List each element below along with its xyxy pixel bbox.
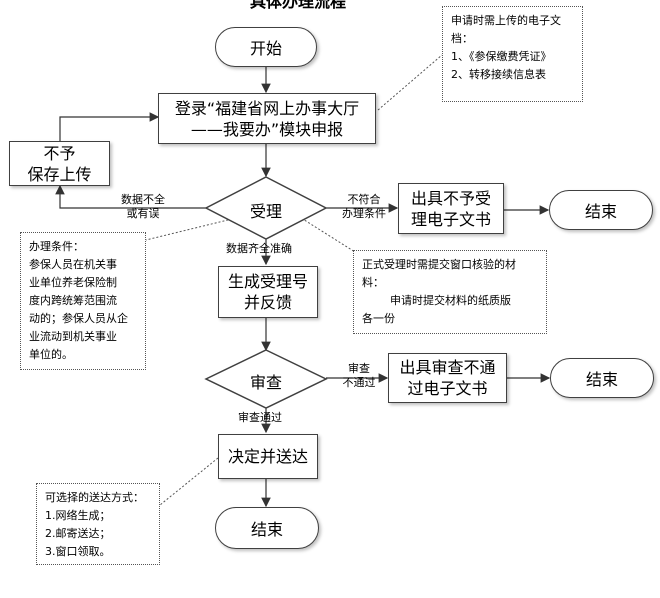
- edge-label-incomplete: 数据不全 或有误: [108, 193, 178, 221]
- conditions-line-5: 动的；参保人员从企: [29, 312, 128, 325]
- window-note-line-1: 正式受理时需提交窗口核验的材: [362, 258, 516, 271]
- delivery-line-3: 2.邮寄送达；: [45, 527, 111, 540]
- delivery-line-2: 1.网络生成；: [45, 509, 111, 522]
- review-label: 审查: [249, 373, 282, 392]
- edge-not-meet-1: 不符合: [347, 193, 381, 206]
- review-fail-line-1: 出具审查不通: [399, 358, 496, 377]
- edge-incomplete-2: 或有误: [126, 207, 160, 220]
- decide-deliver-box: 决定并送达: [218, 434, 318, 479]
- gen-number-line-1: 生成受理号: [227, 272, 308, 291]
- leader-delivery-note: [159, 457, 219, 506]
- upload-note-line-1: 申请时需上传的电子文: [451, 14, 561, 27]
- review-fail-doc-box: 出具审查不通 过电子文书: [388, 353, 507, 403]
- leader-upload-note: [377, 54, 443, 111]
- leader-window-note: [297, 215, 356, 253]
- edge-label-not-meet: 不符合 办理条件: [334, 193, 394, 221]
- page-title-clipped: 具体办理流程: [250, 0, 347, 11]
- leader-conditions-note: [145, 217, 237, 241]
- edge-review-fail-2: 不通过: [342, 376, 376, 389]
- conditions-line-3: 业单位养老保险制: [29, 276, 117, 289]
- delivery-note: 可选择的送达方式： 1.网络生成； 2.邮寄送达； 3.窗口领取。: [36, 483, 160, 565]
- end-node-1: 结束: [549, 190, 653, 230]
- accept-label: 受理: [249, 202, 282, 221]
- upload-note-line-2: 档：: [451, 32, 473, 45]
- conditions-note: 办理条件： 参保人员在机关事 业单位养老保险制 度内跨统筹范围流 动的；参保人员…: [20, 232, 146, 370]
- edge-review-fail-1: 审查: [348, 362, 370, 375]
- login-declare-box: 登录“福建省网上办事大厅 ——我要办”模块申报: [158, 93, 376, 144]
- window-note-line-2: 料：: [362, 276, 384, 289]
- conditions-line-4: 度内跨统筹范围流: [29, 294, 117, 307]
- edge-label-review-pass: 审查通过: [238, 411, 282, 424]
- not-saved-box: 不予 保存上传: [9, 141, 110, 186]
- not-saved-line-2: 保存上传: [27, 164, 92, 184]
- window-check-note: 正式受理时需提交窗口核验的材 料： 申请时提交材料的纸质版 各一份: [353, 250, 547, 334]
- conditions-line-2: 参保人员在机关事: [29, 258, 117, 271]
- window-note-line-3: 申请时提交材料的纸质版: [390, 294, 511, 307]
- end-label-2: 结束: [585, 370, 618, 389]
- edge-label-review-fail: 审查 不通过: [334, 362, 384, 390]
- end-node-2: 结束: [550, 358, 654, 398]
- decide-label: 决定并送达: [227, 447, 308, 466]
- start-node: 开始: [215, 27, 317, 67]
- arrow-notsaved-login: [59, 112, 160, 141]
- login-line-2: ——我要办”模块申报: [190, 119, 344, 139]
- conditions-line-7: 单位的。: [29, 348, 73, 361]
- window-note-line-4: 各一份: [362, 312, 395, 325]
- start-label: 开始: [249, 39, 282, 58]
- delivery-line-4: 3.窗口领取。: [45, 545, 111, 558]
- upload-note-line-4: 2、转移接续信息表: [451, 68, 546, 81]
- delivery-line-1: 可选择的送达方式：: [45, 491, 144, 504]
- gen-number-line-2: 并反馈: [243, 293, 292, 312]
- reject-doc-box: 出具不予受 理电子文书: [398, 183, 504, 234]
- end-node-3: 结束: [215, 507, 319, 549]
- end-label-1: 结束: [584, 202, 617, 221]
- edge-incomplete-1: 数据不全: [121, 193, 165, 206]
- arrow-accept-notsaved: [55, 184, 208, 209]
- upload-note-line-3: 1、《参保缴费凭证》: [451, 50, 552, 63]
- review-fail-line-2: 过电子文书: [407, 379, 488, 398]
- not-saved-line-1: 不予: [43, 143, 76, 163]
- conditions-line-1: 办理条件：: [29, 240, 84, 253]
- end-label-3: 结束: [250, 520, 283, 539]
- login-line-1: 登录“福建省网上办事大厅: [174, 98, 360, 118]
- edge-not-meet-2: 办理条件: [342, 207, 386, 220]
- reject-doc-line-1: 出具不予受: [410, 188, 491, 208]
- upload-docs-note: 申请时需上传的电子文 档： 1、《参保缴费凭证》 2、转移接续信息表: [442, 6, 583, 102]
- conditions-line-6: 业流动到机关事业: [29, 330, 117, 343]
- reject-doc-line-2: 理电子文书: [410, 209, 491, 229]
- accept-diamond: [204, 176, 328, 240]
- review-diamond: [204, 349, 328, 409]
- edge-label-complete: 数据齐全准确: [226, 242, 292, 255]
- gen-number-box: 生成受理号 并反馈: [218, 266, 318, 318]
